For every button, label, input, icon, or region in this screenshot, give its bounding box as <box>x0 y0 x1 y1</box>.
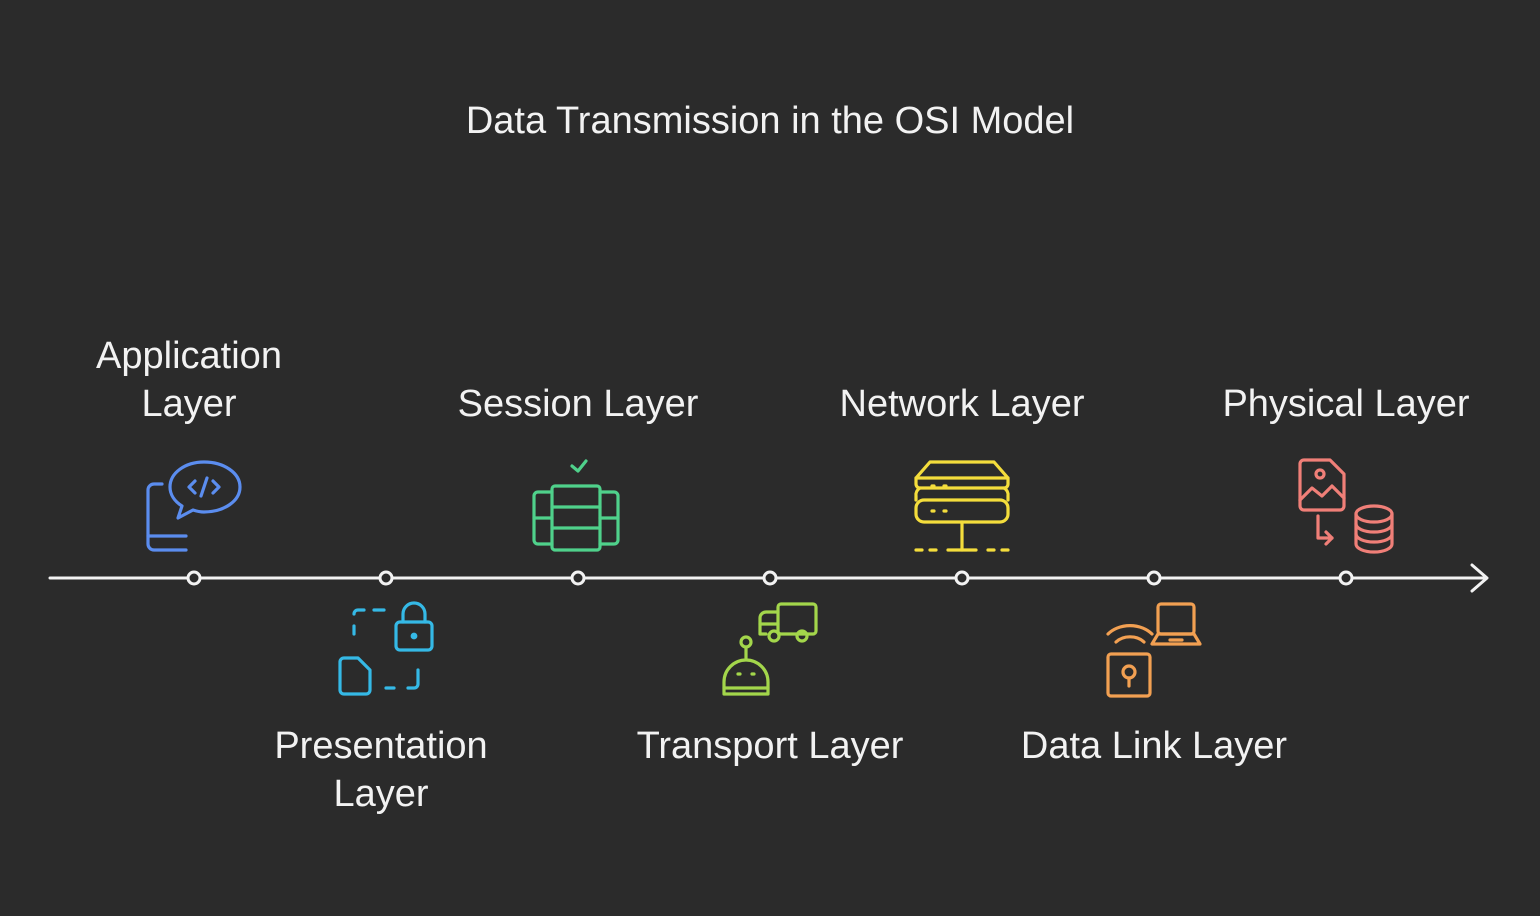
wifi-lock-laptop-icon <box>1106 602 1202 698</box>
diagram-title: Data Transmission in the OSI Model <box>465 100 1075 142</box>
timeline-marker-6 <box>1146 570 1162 586</box>
timeline-marker-7 <box>1338 570 1354 586</box>
layer-label-transport: Transport Layer <box>636 725 904 767</box>
layer-label-application: Application Layer <box>96 335 282 425</box>
layer-label-session: Session Layer <box>457 383 699 425</box>
layer-label-network: Network Layer <box>839 383 1085 425</box>
layer-label-data-link: Data Link Layer <box>1020 725 1288 767</box>
image-to-database-icon <box>1298 458 1394 554</box>
code-chat-phone-icon <box>146 460 242 552</box>
layer-label-physical: Physical Layer <box>1222 383 1470 425</box>
timeline-marker-5 <box>954 570 970 586</box>
server-stack-check-icon <box>532 459 620 552</box>
timeline-marker-4 <box>762 570 778 586</box>
network-server-icon <box>914 460 1010 552</box>
layer-label-presentation: Presentation Layer <box>274 725 488 815</box>
timeline-marker-3 <box>570 570 586 586</box>
document-lock-icon <box>338 601 434 696</box>
robot-truck-icon <box>722 602 818 696</box>
timeline-marker-1 <box>186 570 202 586</box>
timeline-marker-2 <box>378 570 394 586</box>
timeline-arrowhead <box>1470 563 1489 593</box>
